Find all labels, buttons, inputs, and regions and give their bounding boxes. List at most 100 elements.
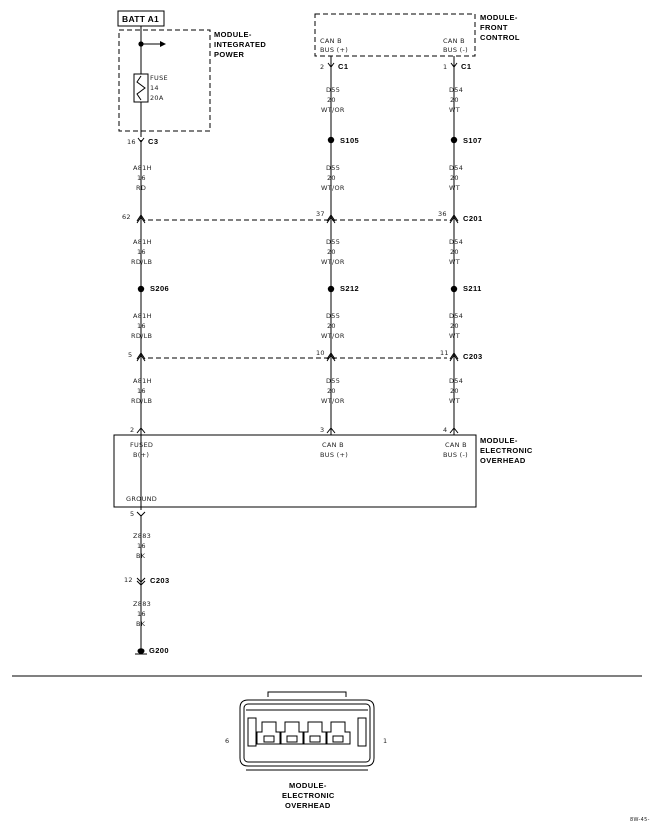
c203-right-icon — [449, 352, 459, 362]
c203-bottom-name: C203 — [150, 576, 170, 585]
svg-text:WT/OR: WT/OR — [321, 184, 345, 192]
svg-text:D54: D54 — [449, 312, 463, 320]
fuse-number: 14 — [150, 84, 159, 92]
c201-name: C201 — [463, 214, 483, 223]
splice-s105-label: S105 — [340, 136, 359, 145]
eom-can-minus-label: CAN B — [445, 441, 467, 449]
bus-bar-arrowhead — [160, 41, 166, 47]
eom-can-plus-label: CAN B — [322, 441, 344, 449]
fcm-pin-right-2: BUS (-) — [443, 46, 468, 54]
electronic-overhead-module-box — [113, 434, 477, 508]
fcm-label-3: CONTROL — [480, 33, 520, 42]
splice-s105-dot — [327, 136, 335, 144]
svg-text:BK: BK — [136, 620, 146, 628]
svg-text:20: 20 — [327, 387, 336, 395]
connector-label-3: OVERHEAD — [285, 801, 331, 810]
eom-label-3: OVERHEAD — [480, 456, 526, 465]
svg-text:16: 16 — [137, 322, 146, 330]
eom-label-1: MODULE- — [480, 436, 518, 445]
eom-fused-label: FUSED — [130, 441, 153, 449]
c203-bottom-icon — [136, 577, 146, 586]
wire-label-mid-1: D55 20 WT/OR — [321, 86, 345, 114]
wire-label-mid-3: D55 20 WT/OR — [321, 238, 345, 266]
wire-label-right-2: D54 20 WT — [449, 164, 463, 192]
wire-label-ground-2: Z883 16 BK — [133, 600, 151, 628]
c1-right-pin: 1 — [443, 63, 447, 71]
svg-text:WT: WT — [449, 184, 460, 192]
svg-text:WT: WT — [449, 106, 460, 114]
fuse-label: FUSE — [150, 74, 168, 82]
fcm-label-1: MODULE- — [480, 13, 518, 22]
svg-text:WT/OR: WT/OR — [321, 258, 345, 266]
overhead-pin3-icon — [326, 427, 336, 434]
splice-s206-dot — [137, 285, 145, 293]
c201-pin-left: 62 — [122, 213, 131, 221]
c3-connector-icon — [137, 137, 145, 143]
svg-text:20: 20 — [450, 174, 459, 182]
c3-pin: 16 — [127, 138, 136, 146]
ground-g200-label: G200 — [149, 646, 169, 655]
wire-label-right-3: D54 20 WT — [449, 238, 463, 266]
svg-text:16: 16 — [137, 387, 146, 395]
svg-text:20: 20 — [450, 96, 459, 104]
wire-label-right-4: D54 20 WT — [449, 312, 463, 340]
connector-pin-left-label: 6 — [225, 737, 229, 745]
svg-text:RD: RD — [136, 184, 146, 192]
fcm-pin-left-2: BUS (+) — [320, 46, 348, 54]
overhead-pin2-label: 2 — [130, 426, 134, 434]
svg-text:BK: BK — [136, 552, 146, 560]
splice-s206-label: S206 — [150, 284, 169, 293]
splice-s212-dot — [327, 285, 335, 293]
connector-label-2: ELECTRONIC — [282, 791, 335, 800]
wire-label-right-1: D54 20 WT — [449, 86, 463, 114]
fcm-pin-left-1: CAN B — [320, 37, 342, 45]
eom-ground-label: GROUND — [126, 495, 157, 503]
fuse-body — [133, 73, 149, 103]
c201-pin-mid: 37 — [316, 210, 325, 218]
c201-right-icon — [449, 214, 459, 224]
ground-g200-symbol — [137, 648, 145, 654]
svg-text:D55: D55 — [326, 377, 340, 385]
connector-face-view — [239, 691, 375, 771]
svg-text:20: 20 — [450, 322, 459, 330]
ground-pin-label: 5 — [130, 510, 134, 518]
c1-left-pin: 2 — [320, 63, 324, 71]
fuse-rating: 20A — [150, 94, 164, 102]
svg-text:RD/LB: RD/LB — [131, 397, 152, 405]
splice-s212-label: S212 — [340, 284, 359, 293]
c201-left-icon — [136, 214, 146, 224]
connector-label-1: MODULE- — [289, 781, 327, 790]
c1-left-name: C1 — [338, 62, 348, 71]
eom-fused-value: B(+) — [133, 451, 149, 459]
svg-text:A81H: A81H — [133, 377, 152, 385]
svg-text:WT/OR: WT/OR — [321, 106, 345, 114]
c203-pin-mid: 10 — [316, 349, 325, 357]
c203-left-icon — [136, 352, 146, 362]
c3-name: C3 — [148, 137, 158, 146]
ipm-label-3: POWER — [214, 50, 245, 59]
fuse-element — [136, 75, 146, 101]
connector-cavities — [256, 721, 351, 745]
svg-text:16: 16 — [137, 248, 146, 256]
svg-text:20: 20 — [327, 248, 336, 256]
svg-text:Z883: Z883 — [133, 600, 151, 608]
svg-text:16: 16 — [137, 542, 146, 550]
svg-text:20: 20 — [327, 322, 336, 330]
svg-text:A81H: A81H — [133, 312, 152, 320]
figure-id: 8W-45- — [630, 817, 650, 823]
ipm-label-2: INTEGRATED — [214, 40, 266, 49]
eom-label-2: ELECTRONIC — [480, 446, 533, 455]
splice-s107-dot — [450, 136, 458, 144]
svg-text:16: 16 — [137, 610, 146, 618]
svg-text:Z883: Z883 — [133, 532, 151, 540]
eom-can-plus-value: BUS (+) — [320, 451, 348, 459]
svg-text:20: 20 — [327, 174, 336, 182]
fcm-pin-right-1: CAN B — [443, 37, 465, 45]
fcm-label-2: FRONT — [480, 23, 508, 32]
svg-text:WT: WT — [449, 397, 460, 405]
splice-s211-dot — [450, 285, 458, 293]
svg-text:D55: D55 — [326, 238, 340, 246]
splice-s107-label: S107 — [463, 136, 482, 145]
c203-pin-right: 11 — [440, 349, 449, 357]
